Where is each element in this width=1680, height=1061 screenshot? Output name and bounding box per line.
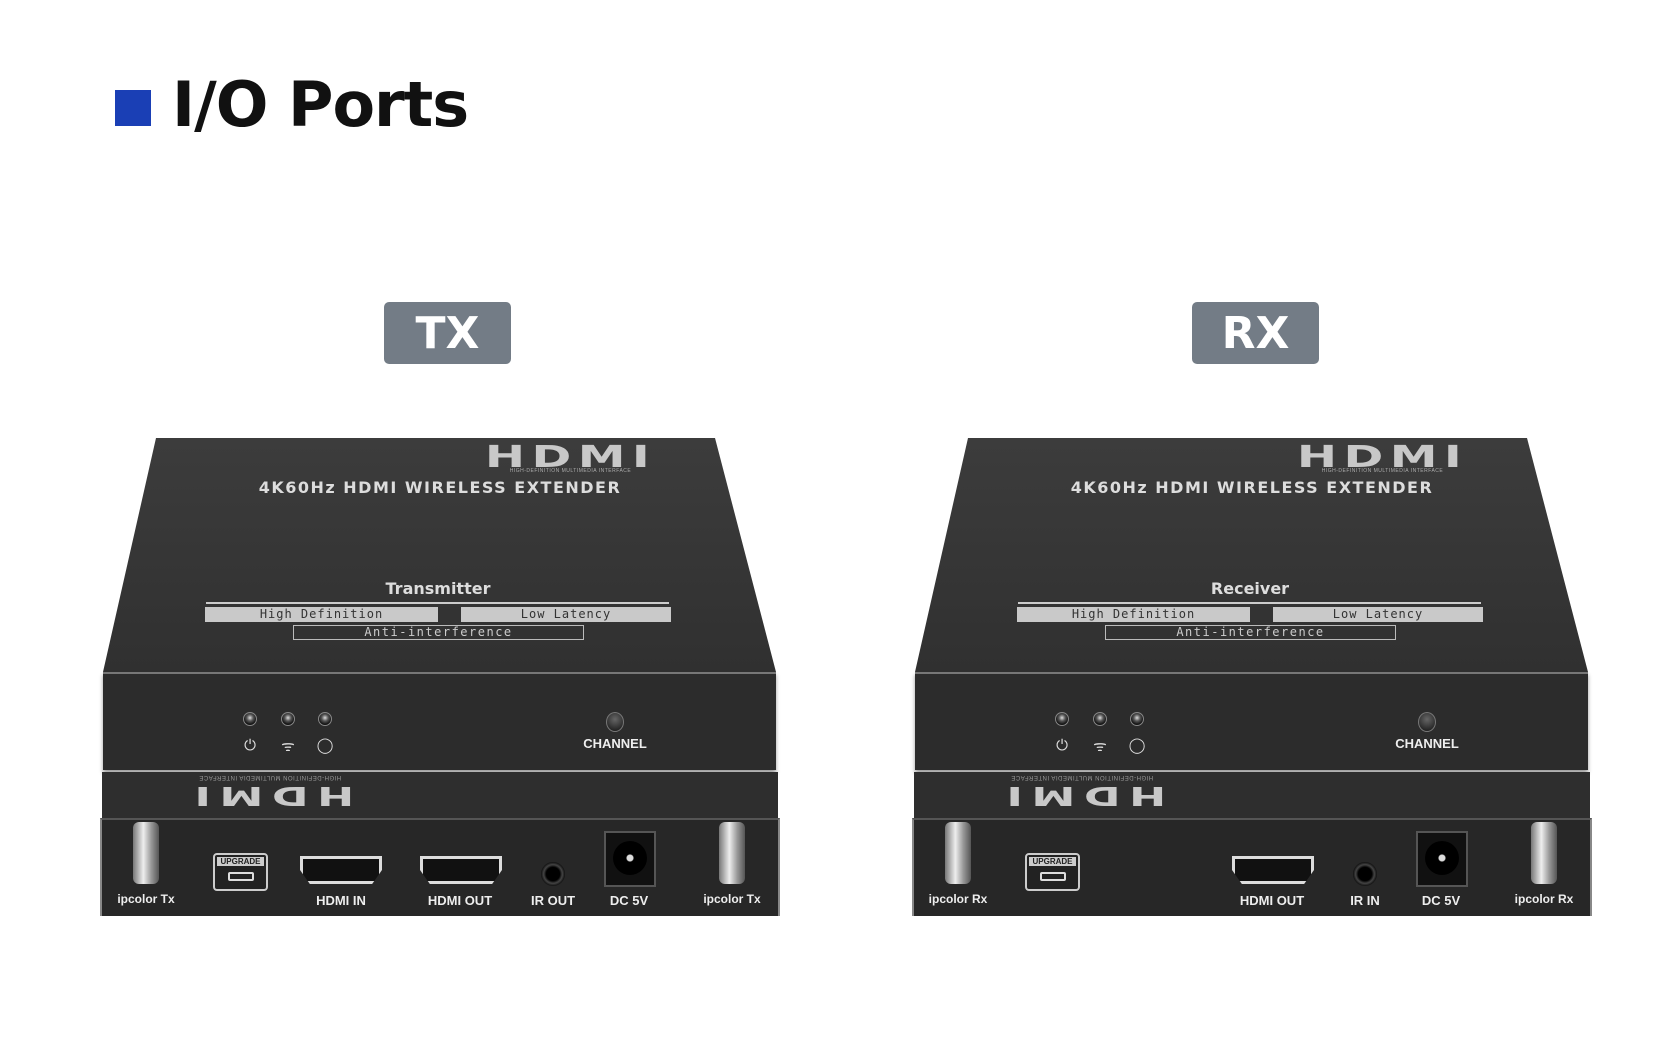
link-icon: ◯: [316, 736, 334, 754]
hdmi-logo-subtitle: HIGH-DEFINITION MULTIMEDIA INTERFACE: [1321, 468, 1444, 474]
channel-button[interactable]: [1418, 712, 1436, 732]
dc-socket-icon: [1425, 841, 1459, 875]
hdmi-logo-subtitle: HIGH-DEFINITION MULTIMEDIA INTERFACE: [509, 468, 632, 474]
tx-tag: TX: [384, 302, 511, 364]
antenna-left-connector[interactable]: [945, 822, 971, 884]
feature-high-definition: High Definition: [1017, 607, 1250, 622]
feature-anti-interference: Anti-interference: [293, 625, 584, 640]
power-icon: ⏻: [1056, 736, 1068, 754]
antenna-left-connector[interactable]: [133, 822, 159, 884]
device-role: Transmitter: [385, 579, 491, 598]
rear-top: [102, 772, 778, 818]
ir-in-jack[interactable]: [1353, 862, 1377, 886]
signal-led: [1093, 712, 1107, 726]
ir-out-label: IR OUT: [530, 893, 576, 908]
model-name: 4K60Hz HDMI WIRELESS EXTENDER: [1070, 478, 1434, 497]
antenna-right-label: ipcolor Rx: [1514, 892, 1574, 906]
hdmi-in-port[interactable]: [300, 856, 382, 884]
usb-icon: [227, 872, 254, 881]
receiver-device: HDMI HIGH-DEFINITION MULTIMEDIA INTERFAC…: [912, 438, 1592, 918]
feature-high-definition: High Definition: [205, 607, 438, 622]
antenna-right-connector[interactable]: [719, 822, 745, 884]
transmitter-device: HDMI HIGH-DEFINITION MULTIMEDIA INTERFAC…: [100, 438, 780, 918]
dc-label: DC 5V: [609, 893, 649, 908]
upgrade-port[interactable]: UPGRADE: [213, 853, 268, 891]
power-icon: ⏻: [244, 736, 256, 754]
front-panel: [915, 672, 1588, 770]
feature-low-latency: Low Latency: [1273, 607, 1483, 622]
wifi-icon: ᯤ: [281, 737, 295, 755]
divider: [206, 602, 669, 604]
feature-anti-interference: Anti-interference: [1105, 625, 1396, 640]
signal-led: [281, 712, 295, 726]
hdmi-logo: HDMI: [484, 440, 657, 475]
upgrade-label: UPGRADE: [1029, 857, 1076, 866]
dc-power-jack[interactable]: [1416, 831, 1468, 887]
hdmi-out-label: HDMI OUT: [427, 893, 493, 908]
power-led: [243, 712, 257, 726]
dc-power-jack[interactable]: [604, 831, 656, 887]
channel-label: CHANNEL: [583, 736, 647, 751]
antenna-right-connector[interactable]: [1531, 822, 1557, 884]
link-icon: ◯: [1128, 736, 1146, 754]
front-panel: [103, 672, 776, 770]
upgrade-label: UPGRADE: [217, 857, 264, 866]
upgrade-port[interactable]: UPGRADE: [1025, 853, 1080, 891]
rx-tag: RX: [1192, 302, 1319, 364]
channel-label: CHANNEL: [1395, 736, 1459, 751]
wifi-icon: ᯤ: [1093, 737, 1107, 755]
antenna-right-label: ipcolor Tx: [703, 892, 761, 906]
hdmi-logo-rear-text: HDMI: [997, 780, 1167, 810]
model-name: 4K60Hz HDMI WIRELESS EXTENDER: [258, 478, 622, 497]
antenna-left-label: ipcolor Rx: [928, 892, 988, 906]
top-panel: [103, 438, 776, 672]
divider: [1018, 602, 1481, 604]
title-bullet: [115, 90, 151, 126]
channel-button[interactable]: [606, 712, 624, 732]
hdmi-logo: HDMI: [1296, 440, 1469, 475]
hdmi-out-port[interactable]: [1232, 856, 1314, 884]
antenna-left-label: ipcolor Tx: [117, 892, 175, 906]
ir-out-jack[interactable]: [541, 862, 565, 886]
power-led: [1055, 712, 1069, 726]
hdmi-logo-rear-text: HDMI: [185, 780, 355, 810]
link-led: [318, 712, 332, 726]
hdmi-out-port[interactable]: [420, 856, 502, 884]
usb-icon: [1039, 872, 1066, 881]
ir-in-label: IR IN: [1350, 893, 1380, 908]
hdmi-out-label: HDMI OUT: [1239, 893, 1305, 908]
page-title: I/O Ports: [172, 68, 469, 141]
feature-low-latency: Low Latency: [461, 607, 671, 622]
hdmi-in-label: HDMI IN: [316, 893, 366, 908]
rear-top: [914, 772, 1590, 818]
dc-socket-icon: [613, 841, 647, 875]
dc-label: DC 5V: [1421, 893, 1461, 908]
device-role: Receiver: [1210, 579, 1290, 598]
top-panel: [915, 438, 1588, 672]
link-led: [1130, 712, 1144, 726]
